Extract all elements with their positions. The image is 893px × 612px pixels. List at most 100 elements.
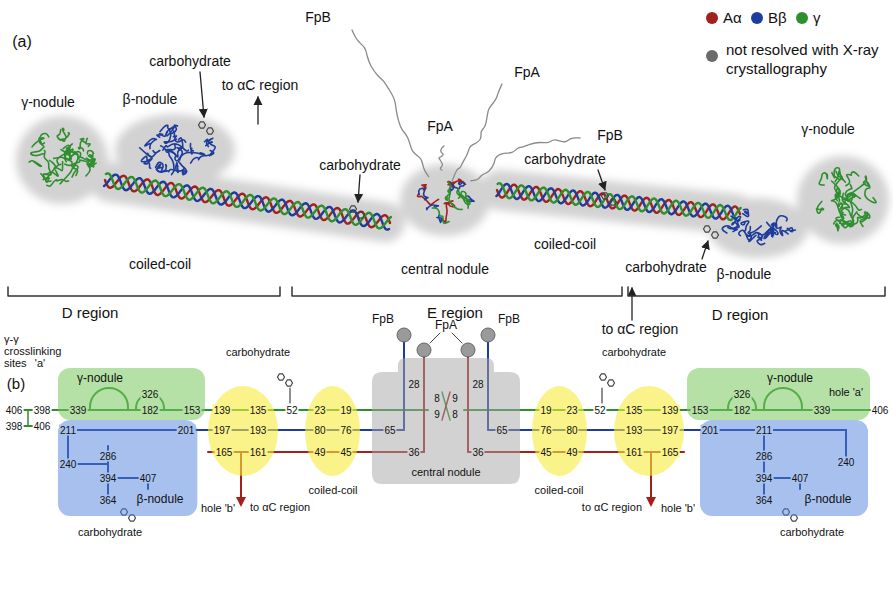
beta-nodule-structure	[758, 234, 762, 240]
residue-number: 240	[59, 459, 78, 470]
carbohydrate-label: carbohydrate	[149, 54, 231, 69]
region-bracket	[628, 287, 885, 296]
domain-label: central nodule	[410, 466, 481, 478]
legend-swatch	[751, 12, 763, 24]
beta-nodule-structure	[141, 156, 150, 168]
chain-connector	[587, 429, 614, 431]
gamma-nodule-structure	[86, 158, 95, 164]
residue-number: 193	[625, 425, 644, 436]
residue-number: 23	[565, 405, 578, 416]
unresolved-peptide	[439, 146, 444, 170]
gamma-nodule-box: γ-nodule339326182153	[58, 368, 205, 420]
peptide-label: FpA	[514, 65, 540, 80]
node-fill	[700, 420, 868, 516]
node-fill	[208, 386, 278, 476]
gamma-nodule-structure	[860, 212, 870, 226]
residue-number: 165	[215, 447, 234, 458]
region-bracket	[292, 287, 622, 296]
beta-nodule-structure	[172, 163, 179, 175]
beta-nodule-box: 201211240286394407364β-nodule	[700, 420, 868, 516]
peptide-label: FpB	[372, 313, 394, 326]
gamma-nodule-structure	[63, 128, 70, 140]
residue-number: 45	[339, 447, 352, 458]
region-pointer: to αC region	[222, 78, 299, 93]
region-bracket	[8, 287, 280, 296]
region-pointer: to αC region	[582, 501, 642, 513]
peptide-label: FpB	[498, 313, 520, 326]
gamma-nodule-structure	[82, 138, 90, 146]
central-nodule-structure	[460, 191, 467, 200]
gamma-nodule-structure	[832, 168, 846, 183]
residue-number: 406	[5, 405, 24, 416]
beta-nodule-structure	[145, 139, 157, 149]
region-label: D region	[62, 305, 119, 322]
beta-nodule-structure	[157, 132, 167, 137]
central-nodule-structure	[417, 194, 438, 205]
arrow-head	[236, 497, 246, 507]
beta-nodule-structure	[773, 216, 787, 227]
leader-arrow	[631, 288, 632, 320]
leader-arrow	[598, 170, 605, 190]
domain-label: coiled-coil	[309, 484, 358, 496]
residue-number: 80	[565, 425, 578, 436]
residue-number: 52	[285, 405, 298, 416]
carbohydrate-glyph	[704, 226, 711, 232]
residue-number: 23	[313, 405, 326, 416]
residue-number: 197	[213, 425, 232, 436]
site-label: 'a'	[35, 357, 45, 369]
residue-number: 65	[495, 425, 508, 436]
envelope-lobe	[797, 156, 889, 244]
residue-number: 201	[177, 425, 196, 436]
residue-number: 407	[791, 473, 810, 484]
disulfide-ring: 231980764945	[305, 386, 360, 476]
gamma-nodule-structure	[46, 160, 56, 181]
domain-label: γ-nodule	[766, 372, 814, 385]
gamma-nodule-structure	[819, 173, 827, 185]
fibrinopeptide-ball	[481, 328, 495, 342]
residue-number: 394	[755, 473, 774, 484]
beta-nodule-structure	[166, 145, 177, 157]
residue-number: 153	[183, 405, 202, 416]
residue-number: 286	[755, 451, 774, 462]
residue-number: 339	[69, 405, 88, 416]
residue-number: 398	[5, 421, 24, 432]
node-fill	[58, 420, 197, 516]
peptide-label: FpA	[435, 319, 457, 332]
residue-number: 406	[33, 421, 52, 432]
domain-label: γ-nodule	[801, 122, 855, 137]
residue-number: 193	[249, 425, 268, 436]
fibrinopeptide-ball	[417, 343, 431, 357]
beta-nodule-structure	[191, 151, 214, 164]
chain-connector	[278, 429, 305, 431]
carbohydrate-glyph	[712, 232, 719, 238]
residue-number: 76	[339, 425, 352, 436]
residue-number: 201	[701, 425, 720, 436]
residue-number: 407	[139, 473, 158, 484]
residue-number: 182	[733, 405, 752, 416]
molecule-envelope	[16, 114, 889, 258]
coiled-coil-helix	[106, 173, 391, 228]
residue-number: 339	[813, 405, 832, 416]
envelope-lobe	[400, 164, 490, 236]
residue-number: 326	[733, 389, 752, 400]
peptide-label: FpA	[427, 119, 453, 134]
region-pointer: to αC region	[602, 322, 679, 337]
residue-number: 76	[539, 425, 552, 436]
gamma-nodule-structure	[31, 147, 44, 156]
residue-number: 49	[313, 447, 326, 458]
gamma-nodule-structure	[32, 138, 44, 147]
region-pointer: to αC region	[250, 501, 310, 513]
carbohydrate-label: carbohydrate	[780, 526, 844, 538]
leader-arrow	[200, 72, 204, 117]
domain-label: β-nodule	[717, 267, 772, 282]
domain-label: β-nodule	[136, 493, 185, 506]
chain-connector	[520, 429, 532, 431]
legend-text: not resolved with X-ray crystallography	[726, 41, 884, 79]
carbohydrate-stem	[289, 388, 290, 403]
residue-number: 211	[755, 425, 773, 436]
node-fill	[614, 386, 684, 476]
residue-number: 364	[99, 495, 118, 506]
domain-label: coiled-coil	[534, 237, 596, 252]
domain-label: coiled-coil	[535, 484, 584, 496]
domain-label: coiled-coil	[129, 257, 191, 272]
